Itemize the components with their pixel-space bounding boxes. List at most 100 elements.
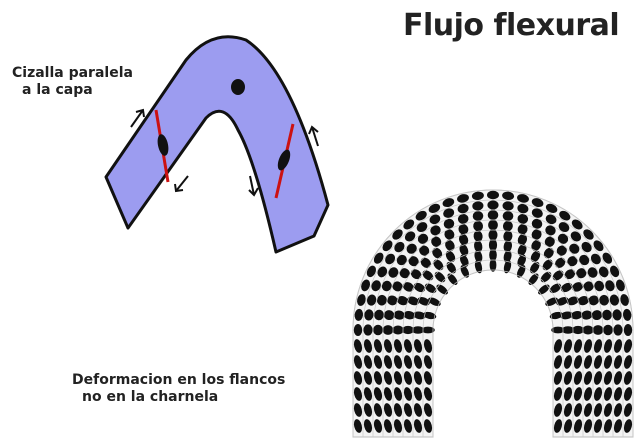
strain-ellipse [363,324,373,336]
strain-ellipse [623,324,633,336]
strain-ellipse [590,253,601,265]
strain-ellipse [457,203,469,214]
strain-ellipse [603,371,613,385]
strain-ellipse [373,324,383,336]
strain-ellipse [460,254,469,267]
strain-ellipse [424,283,437,294]
strain-ellipse [363,419,373,433]
strain-ellipse [419,245,430,256]
strain-ellipse [487,190,499,200]
strain-ellipse [458,234,469,246]
strain-ellipse [459,244,469,257]
strain-ellipse [474,259,483,274]
strain-ellipse [366,265,376,278]
strain-ellipse [544,236,555,247]
strain-ellipse [563,419,573,433]
strain-ellipse [413,387,423,401]
strain-ellipse [353,403,363,417]
strain-ellipse [516,265,526,278]
strain-ellipse [413,282,426,293]
strain-ellipse [472,201,484,211]
strain-ellipse [393,310,405,320]
strain-ellipse [393,371,403,385]
strain-ellipse [557,233,569,244]
strain-ellipse [376,294,387,306]
strain-ellipse [542,259,553,271]
strain-ellipse [583,403,593,417]
strain-ellipse [353,387,363,401]
strain-ellipse [383,419,393,433]
strain-ellipse [408,256,419,267]
strain-ellipse [353,419,363,433]
strain-ellipse [545,203,558,213]
strain-ellipse [402,282,414,292]
shear-label: Cizalla paralela a la capa [12,65,133,99]
strain-ellipse [531,218,543,229]
strain-ellipse [363,339,373,353]
shear-label-line2: a la capa [22,82,93,98]
strain-ellipse [543,247,554,259]
strain-ellipse [373,371,383,385]
strain-ellipse [613,355,623,369]
strain-ellipse [381,280,392,292]
strain-ellipse [593,403,603,417]
strain-ellipse [573,403,583,417]
layer-boundary [392,229,594,437]
strain-ellipse [403,311,416,320]
strain-ellipse [553,339,563,353]
strain-ellipse [613,419,623,433]
strain-ellipse [487,200,499,210]
strain-ellipse [583,371,593,385]
strain-ellipse [615,279,625,292]
strain-ellipse [572,282,584,292]
strain-ellipse [553,387,563,401]
strain-ellipse [573,371,583,385]
strain-ellipse [502,211,514,221]
strain-ellipse [436,284,448,295]
strain-ellipse [583,355,593,369]
strain-ellipse [603,355,613,369]
strain-ellipse [423,403,433,417]
layer-boundary [382,219,604,437]
strain-ellipse [605,280,615,292]
diagram-title: Flujo flexural [403,8,620,43]
strain-ellipse [549,283,562,294]
strain-ellipse [487,210,499,220]
strain-ellipse [444,229,455,240]
deformation-label-line2: no en la charnela [82,389,219,405]
strain-ellipse [489,258,497,272]
strain-ellipse [374,309,384,321]
strain-ellipse [383,371,393,385]
strain-ellipse [553,355,563,369]
strain-ellipse [573,339,583,353]
strain-ellipse [563,387,573,401]
strain-ellipse [403,219,415,230]
strain-ellipse [571,219,583,230]
strain-ellipse [399,268,410,279]
strain-ellipse [431,236,442,247]
strain-ellipse [488,238,498,252]
strain-ellipse [385,253,396,265]
strain-ellipse [406,243,417,254]
strain-ellipse [591,310,603,321]
strain-ellipse [517,203,529,214]
strain-ellipse [428,203,441,213]
strain-ellipse [489,248,497,262]
strain-ellipse [540,271,552,283]
strain-ellipse [517,213,529,224]
strain-ellipse [573,387,583,401]
strain-ellipse [373,355,383,369]
shear-arrow-left-outer [130,108,145,128]
strain-ellipse [531,198,544,208]
strain-ellipse [383,310,395,321]
strain-ellipse [570,231,582,242]
strain-ellipse [558,222,570,233]
strain-ellipse [503,259,512,274]
strain-ellipse [583,281,594,292]
layer-boundary [412,249,574,437]
strain-ellipse [443,218,455,229]
strain-ellipse [599,294,610,306]
strain-ellipse [471,191,484,201]
strain-ellipse [609,294,620,306]
